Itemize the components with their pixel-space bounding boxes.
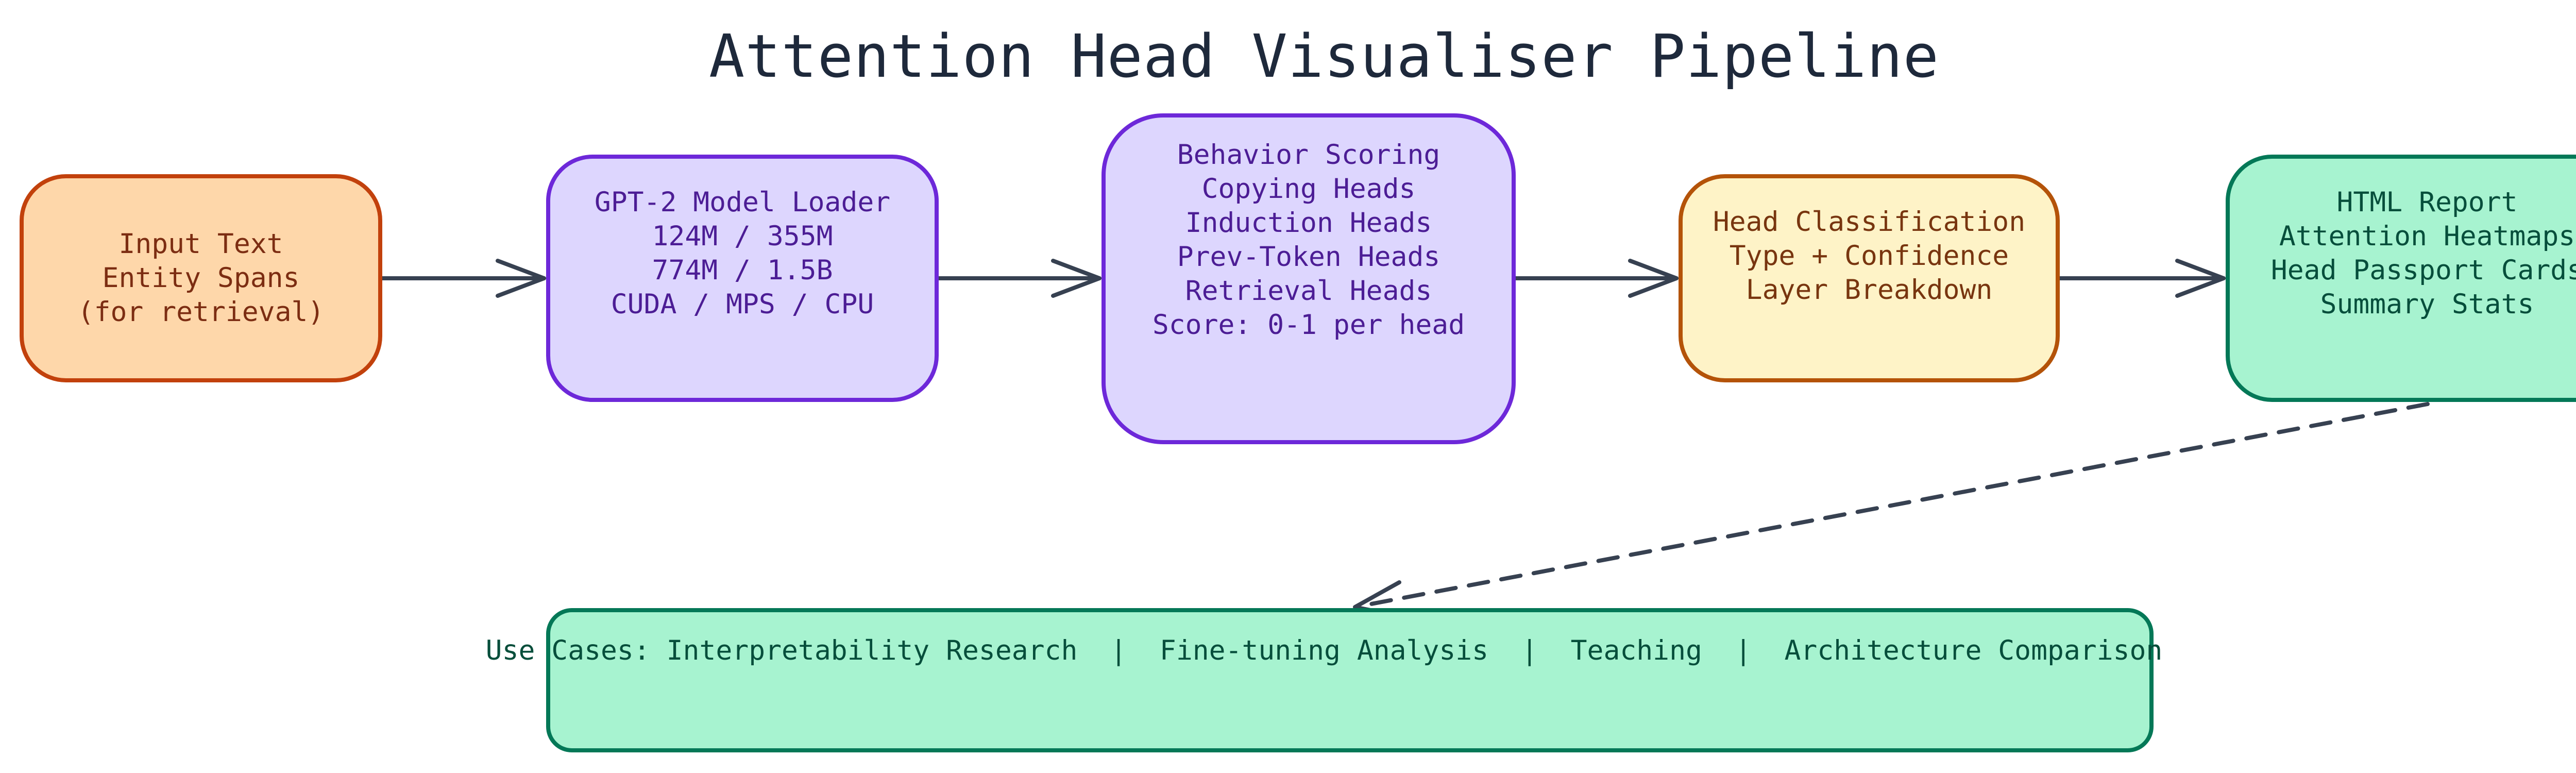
node-line: HTML Report — [2336, 187, 2518, 218]
node-line: Input Text — [118, 228, 283, 260]
node-line: Layer Breakdown — [1745, 274, 1993, 306]
diagram-title: Attention Head Visualiser Pipeline — [708, 22, 1940, 91]
node-line: 774M / 1.5B — [652, 255, 833, 286]
edge-classification-to-report — [2058, 259, 2226, 298]
node-line: Copying Heads — [1201, 173, 1416, 205]
node-html-report: HTML Report Attention Heatmaps Head Pass… — [2226, 155, 2576, 402]
node-line: 124M / 355M — [652, 221, 833, 252]
node-line: Entity Spans — [102, 262, 300, 294]
edge-input-to-loader — [380, 259, 546, 298]
node-line: (for retrieval) — [77, 296, 325, 328]
node-line: Head Passport Cards — [2270, 255, 2576, 286]
node-use-cases — [546, 608, 2154, 752]
node-line: Score: 0-1 per head — [1152, 309, 1465, 341]
node-line: Behavior Scoring — [1177, 139, 1440, 171]
node-line: GPT-2 Model Loader — [594, 187, 891, 218]
edge-report-to-use-cases — [1353, 402, 2430, 618]
node-line: Head Classification — [1713, 206, 2026, 238]
node-line: Attention Heatmaps — [2279, 221, 2575, 252]
node-line: Prev-Token Heads — [1177, 241, 1440, 273]
node-line: Summary Stats — [2320, 289, 2534, 320]
edge-loader-to-scoring — [937, 259, 1101, 298]
node-line: Induction Heads — [1185, 207, 1432, 239]
node-input-text: Input Text Entity Spans (for retrieval) — [20, 174, 382, 382]
edge-scoring-to-classification — [1514, 259, 1679, 298]
node-line: CUDA / MPS / CPU — [611, 289, 874, 320]
node-line: Type + Confidence — [1729, 240, 2009, 272]
node-behavior-scoring: Behavior Scoring Copying Heads Induction… — [1101, 113, 1516, 444]
node-line: Retrieval Heads — [1185, 275, 1432, 307]
use-cases-label: Use Cases: Interpretability Research | F… — [485, 635, 2163, 666]
node-head-classification: Head Classification Type + Confidence La… — [1679, 174, 2060, 382]
node-model-loader: GPT-2 Model Loader 124M / 355M 774M / 1.… — [546, 155, 939, 402]
